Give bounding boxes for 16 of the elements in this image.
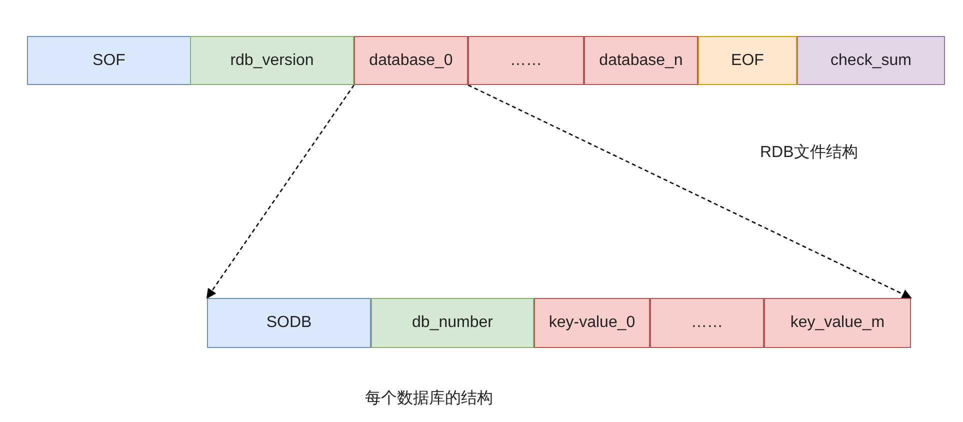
caption-text: RDB文件结构 bbox=[760, 142, 858, 163]
field-box: database_n bbox=[584, 36, 698, 85]
field-box: …… bbox=[468, 36, 584, 85]
field-box: …… bbox=[650, 298, 764, 348]
dashed-arrow bbox=[206, 84, 355, 299]
field-box: key_value_m bbox=[764, 298, 911, 348]
field-box: SOF bbox=[27, 36, 191, 85]
field-box: database_0 bbox=[354, 36, 468, 85]
field-box: check_sum bbox=[797, 36, 945, 85]
caption-text: 每个数据库的结构 bbox=[365, 388, 493, 409]
field-box: key-value_0 bbox=[534, 298, 650, 348]
field-box: EOF bbox=[698, 36, 797, 85]
field-box: rdb_version bbox=[190, 36, 354, 85]
field-box: SODB bbox=[207, 298, 371, 348]
dashed-arrow bbox=[468, 84, 912, 299]
field-box: db_number bbox=[371, 298, 534, 348]
